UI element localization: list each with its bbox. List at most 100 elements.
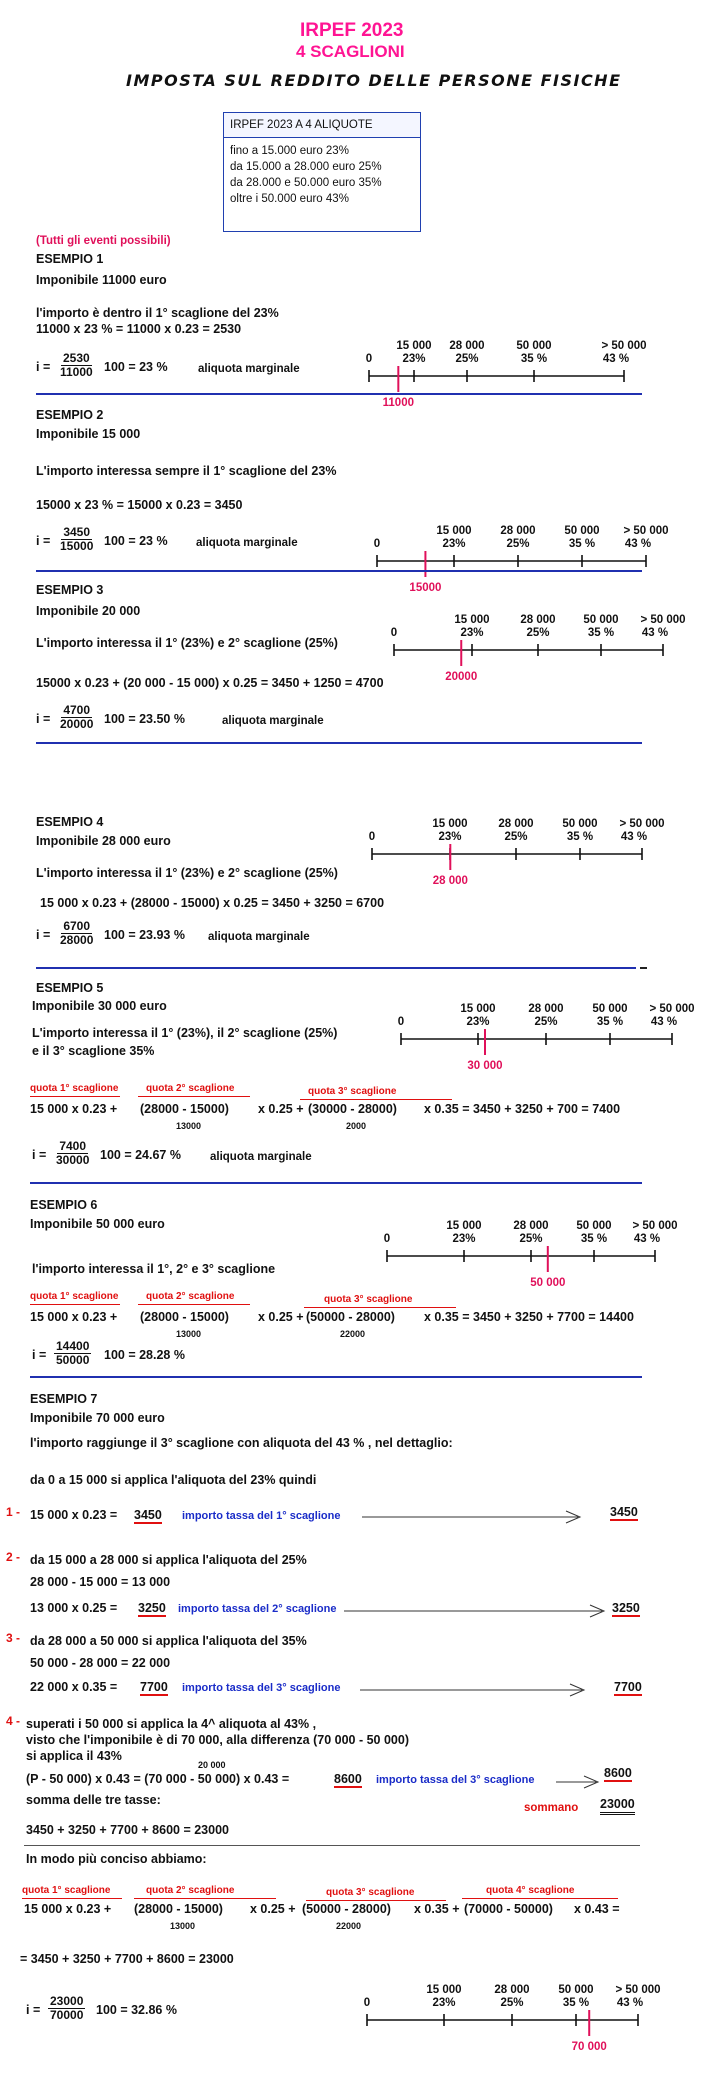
ex7-quota3: quota 3° scaglione xyxy=(326,1887,415,1898)
scale-marker-label: 70 000 xyxy=(572,2041,607,2053)
underline xyxy=(134,1898,276,1899)
scale-rate-label: 25% xyxy=(504,831,527,843)
scale-threshold-label: > 50 000 xyxy=(601,340,646,352)
scale-rate-label: 43 % xyxy=(642,627,668,639)
scale-threshold-label: 28 000 xyxy=(498,818,533,830)
scale-threshold-label: 15 000 xyxy=(426,1984,461,1996)
ex7-row1-value: 3450 xyxy=(134,1508,162,1524)
scale-marker-label: 30 000 xyxy=(467,1060,502,1072)
ex6-subtitle: Imponibile 50 000 euro xyxy=(30,1217,165,1231)
ex3-subtitle: Imponibile 20 000 xyxy=(36,604,141,618)
ex7-sum-label: somma delle tre tasse: xyxy=(26,1793,161,1807)
divider xyxy=(36,570,642,572)
scale-rate-label: 43 % xyxy=(625,538,651,550)
scale-rate-label: 43 % xyxy=(603,353,629,365)
scale-rate-label: 23% xyxy=(442,538,465,550)
scale-threshold-label: > 50 000 xyxy=(632,1220,677,1232)
title-irpef: IRPEF 2023 xyxy=(300,20,404,41)
ex5-title: ESEMPIO 5 xyxy=(36,981,104,995)
scale-rate-label: 25% xyxy=(534,1016,557,1028)
step-number: 4 - xyxy=(6,1714,21,1728)
ex7-quota4: quota 4° scaglione xyxy=(486,1885,575,1896)
ex6-quota3: quota 3° scaglione xyxy=(324,1294,413,1305)
ex7-sum-line: 3450 + 3250 + 7700 + 8600 = 23000 xyxy=(26,1823,229,1837)
ex1-i-label: i = xyxy=(36,360,51,374)
scale-threshold-label: > 50 000 xyxy=(623,525,668,537)
scale-rate-label: 23% xyxy=(432,1997,455,2009)
ex5-result: 100 = 24.67 % xyxy=(100,1148,181,1162)
scale-threshold-label: > 50 000 xyxy=(649,1003,694,1015)
scale-threshold-label: 15 000 xyxy=(432,818,467,830)
scale-zero-label: 0 xyxy=(366,353,372,365)
ex7-row4-head2: visto che l'imponibile è di 70 000, alla… xyxy=(26,1733,409,1747)
scale-threshold-label: 15 000 xyxy=(436,525,471,537)
scale-threshold-label: > 50 000 xyxy=(615,1984,660,1996)
ex4-line2: 15 000 x 0.23 + (28000 - 15000) x 0.25 =… xyxy=(40,896,385,910)
ex7-formula-c: x 0.25 + xyxy=(250,1902,296,1916)
ex6-formula-c: x 0.25 + xyxy=(258,1310,304,1324)
ex7-subtitle: Imponibile 70 000 euro xyxy=(30,1411,165,1425)
scale-rate-label: 25% xyxy=(500,1997,523,2009)
ex7-result: 100 = 32.86 % xyxy=(96,2003,177,2017)
ex7-row1-label: importo tassa del 1° scaglione xyxy=(182,1510,341,1522)
scale-marker-label: 15000 xyxy=(409,582,441,594)
underline xyxy=(30,1096,120,1097)
ex6-line1: l'importo interessa il 1°, 2° e 3° scagl… xyxy=(32,1262,276,1276)
ex7-line1: l'importo raggiunge il 3° scaglione con … xyxy=(30,1436,453,1450)
ex4-i-label: i = xyxy=(36,928,51,942)
ex7-total: 23000 xyxy=(600,1797,635,1815)
ex7-row1-result: 3450 xyxy=(610,1505,638,1521)
ex5-quota2: quota 2° scaglione xyxy=(146,1083,235,1094)
ex4-title: ESEMPIO 4 xyxy=(36,815,104,829)
scale-rate-label: 25% xyxy=(506,538,529,550)
ex7-row4-head1: superati i 50 000 si applica la 4^ aliqu… xyxy=(26,1717,317,1731)
ex7-row4-result: 8600 xyxy=(604,1766,632,1782)
note-tutti-eventi: (Tutti gli eventi possibili) xyxy=(36,235,171,247)
step-number: 1 - xyxy=(6,1505,21,1519)
ex6-formula-d: (50000 - 28000) xyxy=(306,1310,395,1324)
ex5-formula-d: (30000 - 28000) xyxy=(308,1102,397,1116)
scale-zero-label: 0 xyxy=(374,538,380,550)
scale-rate-label: 23% xyxy=(460,627,483,639)
divider xyxy=(36,742,642,744)
scale-marker-label: 20000 xyxy=(445,671,477,683)
ex7-row4-sup: 20 000 xyxy=(198,1760,226,1770)
ex7-i-label: i = xyxy=(26,2003,41,2017)
ex1-title: ESEMPIO 1 xyxy=(36,252,104,266)
ex7-sub22000: 22000 xyxy=(336,1921,362,1931)
aliquote-box-heading: IRPEF 2023 A 4 ALIQUOTE xyxy=(224,113,420,138)
scale-threshold-label: 50 000 xyxy=(592,1003,627,1015)
underline xyxy=(30,1304,120,1305)
ex2-result: 100 = 23 % xyxy=(104,534,168,548)
ex7-quota2: quota 2° scaglione xyxy=(146,1885,235,1896)
scale-threshold-label: 15 000 xyxy=(454,614,489,626)
scale-rate-label: 35 % xyxy=(567,831,593,843)
ex7-formula-a: 15 000 x 0.23 + xyxy=(24,1902,112,1916)
scale-rate-label: 35 % xyxy=(521,353,547,365)
ex7-row4-value: 8600 xyxy=(334,1772,362,1788)
ex5-sub2000: 2000 xyxy=(346,1121,367,1131)
ex5-quota3: quota 3° scaglione xyxy=(308,1086,397,1097)
ex6-formula-a: 15 000 x 0.23 + xyxy=(30,1310,118,1324)
ex1-result: 100 = 23 % xyxy=(104,360,168,374)
scale-threshold-label: 50 000 xyxy=(558,1984,593,1996)
ex5-formula-e: x 0.35 = 3450 + 3250 + 700 = 7400 xyxy=(424,1102,621,1116)
scale-rate-label: 43 % xyxy=(621,831,647,843)
ex7-row3-value: 7700 xyxy=(140,1680,168,1696)
aliquote-box: IRPEF 2023 A 4 ALIQUOTE fino a 15.000 eu… xyxy=(223,112,421,232)
scale-threshold-label: 15 000 xyxy=(446,1220,481,1232)
step-number: 3 - xyxy=(6,1631,21,1645)
ex6-result: 100 = 28.28 % xyxy=(104,1348,185,1362)
ex1-line1: l'importo è dentro il 1° scaglione del 2… xyxy=(36,306,279,320)
ex7-quota1: quota 1° scaglione xyxy=(22,1885,111,1896)
scale-marker-label: 28 000 xyxy=(433,875,468,887)
ex7-row1-calc: 15 000 x 0.23 = xyxy=(30,1508,118,1522)
divider xyxy=(24,1845,640,1846)
